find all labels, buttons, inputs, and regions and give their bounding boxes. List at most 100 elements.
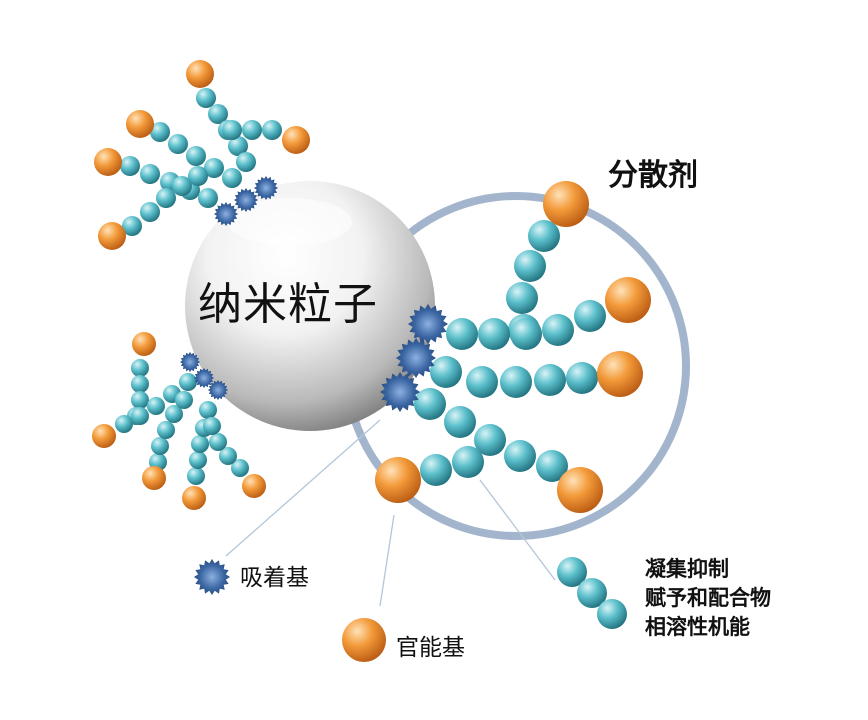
nanoparticle-sphere [185,181,435,431]
teal-bead [156,188,176,208]
adsorption-group-star [380,372,420,412]
teal-bead [514,250,546,282]
teal-bead [140,202,160,222]
teal-bead [203,417,221,435]
adsorption-group-star [214,202,238,226]
teal-bead [131,359,149,377]
functional-group-ball [375,457,421,503]
teal-bead [165,405,183,423]
teal-bead [157,421,175,439]
functional-group-ball [94,148,122,176]
teal-bead [414,388,446,420]
teal-bead [120,156,140,176]
teal-bead [122,216,142,236]
functional-group-ball [342,618,386,662]
teal-bead [262,120,282,140]
nanoparticle-ball [185,181,435,431]
teal-bead [222,168,242,188]
teal-bead [504,440,536,472]
functional-group-ball [142,466,166,490]
teal-bead [222,120,242,140]
teal-bead [209,433,227,451]
teal-bead [566,362,598,394]
functional-group-ball [132,332,156,356]
teal-bead [231,459,249,477]
teal-bead [179,373,197,391]
adsorption-group-star [208,380,228,400]
teal-bead [208,104,228,124]
teal-bead [131,407,149,425]
teal-bead [115,415,133,433]
functional-group-ball [98,222,126,250]
leader-functional [379,514,395,607]
adsorption-group-star [234,188,258,212]
function-compatibility: 相溶性机能 [645,615,750,639]
teal-bead [506,282,538,314]
teal-bead [478,318,510,350]
chain-functions-list: 凝集抑制 赋予和配合物 相溶性机能 [645,555,771,642]
teal-bead [446,318,478,350]
adsorption-group-star [180,352,200,372]
teal-bead [242,120,262,140]
teal-bead [536,450,568,482]
teal-bead [147,397,165,415]
adsorption-group-star [254,176,278,200]
nanoparticle-label: 纳米粒子 [198,279,378,330]
teal-bead [131,375,149,393]
teal-bead [597,599,627,629]
teal-bead [151,437,169,455]
teal-bead [577,578,607,608]
teal-bead [198,188,218,208]
functional-group-ball [543,181,589,227]
teal-bead [466,366,498,398]
function-aggregation-suppression: 凝集抑制 [645,557,729,581]
teal-bead [140,164,160,184]
teal-bead [534,364,566,396]
teal-bead [219,447,237,465]
teal-bead [131,391,149,409]
teal-bead [150,122,170,142]
function-complex-formulation: 赋予和配合物 [645,586,771,610]
teal-bead [236,152,256,172]
teal-bead [500,366,532,398]
teal-bead [452,446,484,478]
adsorption-group-star [408,304,448,344]
teal-bead [228,136,248,156]
legend-glyphs [194,557,627,662]
teal-bead [557,557,587,587]
teal-bead [204,158,224,178]
teal-bead [574,300,606,332]
teal-bead [172,176,192,196]
adsorption-group-star [194,368,214,388]
functional-group-ball [597,351,643,397]
teal-bead [528,220,560,252]
leader-lines [225,419,556,607]
adsorption-group-label: 吸着基 [240,565,309,591]
leader-chain [479,479,556,581]
dispersant-label: 分散剂 [608,158,698,193]
adsorption-group-star [396,338,436,378]
functional-group-ball [182,486,206,510]
teal-bead [189,451,207,469]
functional-group-ball [242,474,266,498]
teal-bead [430,356,462,388]
teal-bead [188,166,208,186]
dispersant-chains [92,60,651,513]
teal-bead [510,318,542,350]
functional-group-ball [92,424,116,448]
teal-bead [196,88,216,108]
teal-bead [542,314,574,346]
teal-bead [168,134,188,154]
teal-bead [186,146,206,166]
teal-bead [199,401,217,419]
teal-bead [175,391,193,409]
adsorption-group-star [194,559,230,595]
sphere-highlight [228,198,352,246]
teal-bead [474,424,506,456]
functional-group-ball [557,467,603,513]
teal-bead [444,406,476,438]
teal-bead [420,454,452,486]
functional-group-ball [282,126,310,154]
teal-bead [187,467,205,485]
